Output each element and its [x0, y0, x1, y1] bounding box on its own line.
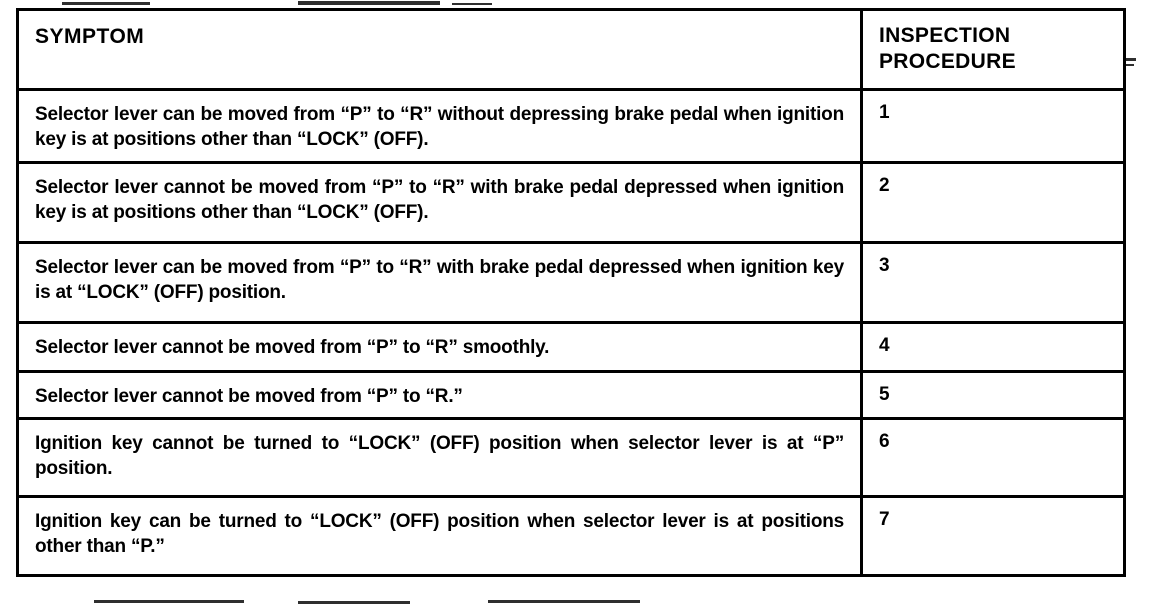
scan-artifact — [62, 2, 150, 5]
symptom-cell: Selector lever can be moved from “P” to … — [16, 88, 863, 164]
table-row: Ignition key cannot be turned to “LOCK” … — [16, 417, 1126, 498]
scan-artifact — [1126, 58, 1136, 61]
table-row: Selector lever can be moved from “P” to … — [16, 241, 1126, 324]
scan-artifact — [298, 601, 410, 604]
scan-artifact — [94, 600, 244, 603]
symptom-cell: Selector lever cannot be moved from “P” … — [16, 321, 863, 373]
table-header-row: SYMPTOM INSPECTION PROCEDURE — [16, 8, 1126, 91]
procedure-number-cell: 3 — [860, 241, 1126, 324]
procedure-number-cell: 5 — [860, 370, 1126, 420]
symptom-cell: Ignition key can be turned to “LOCK” (OF… — [16, 495, 863, 577]
symptom-cell: Selector lever cannot be moved from “P” … — [16, 161, 863, 244]
symptom-cell: Ignition key cannot be turned to “LOCK” … — [16, 417, 863, 498]
table-row: Ignition key can be turned to “LOCK” (OF… — [16, 495, 1126, 577]
table-row: Selector lever can be moved from “P” to … — [16, 88, 1126, 164]
symptom-cell: Selector lever can be moved from “P” to … — [16, 241, 863, 324]
symptom-inspection-table: SYMPTOM INSPECTION PROCEDURE Selector le… — [16, 8, 1126, 577]
symptom-column-header: SYMPTOM — [16, 8, 863, 91]
procedure-number-cell: 2 — [860, 161, 1126, 244]
table-row: Selector lever cannot be moved from “P” … — [16, 161, 1126, 244]
scan-artifact — [298, 1, 440, 5]
table-row: Selector lever cannot be moved from “P” … — [16, 370, 1126, 420]
procedure-number-cell: 7 — [860, 495, 1126, 577]
procedure-number-cell: 6 — [860, 417, 1126, 498]
inspection-procedure-column-header: INSPECTION PROCEDURE — [860, 8, 1126, 91]
scan-artifact — [452, 3, 492, 5]
scan-artifact — [488, 600, 640, 603]
symptom-cell: Selector lever cannot be moved from “P” … — [16, 370, 863, 420]
scan-artifact — [1126, 64, 1134, 66]
table-row: Selector lever cannot be moved from “P” … — [16, 321, 1126, 373]
procedure-number-cell: 1 — [860, 88, 1126, 164]
procedure-number-cell: 4 — [860, 321, 1126, 373]
